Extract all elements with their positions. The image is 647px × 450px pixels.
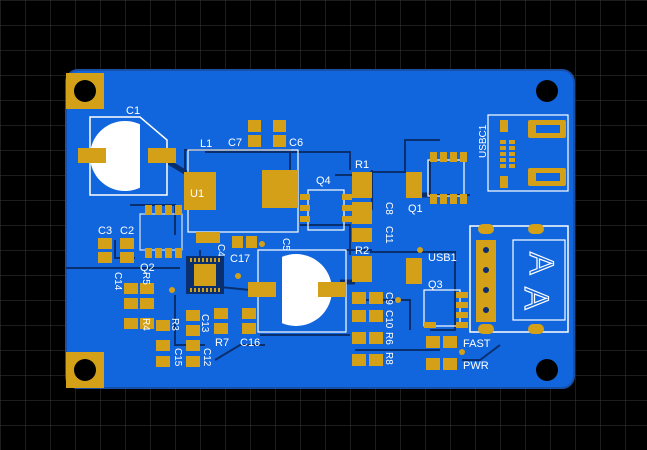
ic-qfn[interactable] xyxy=(186,256,224,294)
label-c2: C2 xyxy=(120,225,134,237)
resistor-r5[interactable]: R5 xyxy=(124,272,154,294)
capacitor-c9[interactable]: C9 xyxy=(352,292,394,305)
capacitor-c4[interactable]: C4 xyxy=(196,232,226,257)
capacitor-c16[interactable]: C16 xyxy=(240,308,260,349)
label-c7: C7 xyxy=(228,137,242,149)
capacitor-c3[interactable]: C3 xyxy=(98,225,112,263)
label-c5: C5 xyxy=(280,238,291,251)
label-r1: R1 xyxy=(355,159,369,171)
label-c15: C15 xyxy=(172,348,183,367)
resistor-r2[interactable]: R2 xyxy=(352,245,372,282)
label-q4: Q4 xyxy=(316,175,331,187)
label-r2: R2 xyxy=(355,245,369,257)
label-c17: C17 xyxy=(230,253,250,265)
label-u1: U1 xyxy=(190,188,204,200)
label-r5: R5 xyxy=(140,272,151,285)
capacitor-c14[interactable]: C14 xyxy=(112,272,154,309)
capacitor-c7[interactable]: C7 xyxy=(228,120,261,149)
label-c13: C13 xyxy=(199,314,210,333)
label-pwr: PWR xyxy=(463,360,489,372)
resistor-r4[interactable]: R4 xyxy=(124,318,154,331)
mosfet-q3[interactable]: Q3 xyxy=(406,258,468,328)
label-c14: C14 xyxy=(112,272,123,291)
capacitor-c12[interactable]: C12 xyxy=(186,340,212,367)
mounting-hole-top-right xyxy=(536,80,558,102)
label-r8: R8 xyxy=(383,352,394,365)
mounting-hole-bottom-left xyxy=(66,352,104,388)
label-q3: Q3 xyxy=(428,279,443,291)
ic-u1[interactable]: U1 xyxy=(184,172,216,210)
label-usbc1: USBC1 xyxy=(478,124,489,158)
capacitor-c8[interactable]: C8 xyxy=(383,202,394,215)
led-fast[interactable]: FAST xyxy=(426,336,491,350)
capacitor-c1[interactable]: C1 xyxy=(78,105,176,196)
label-c8: C8 xyxy=(383,202,394,215)
label-r6: R6 xyxy=(383,332,394,345)
capacitor-c5[interactable]: C5 xyxy=(248,238,347,333)
label-r3: R3 xyxy=(169,318,180,331)
capacitor-c6[interactable]: C6 xyxy=(273,120,303,149)
label-q2: Q2 xyxy=(140,262,155,274)
led-pwr[interactable]: PWR xyxy=(426,358,489,372)
label-r7: R7 xyxy=(215,337,229,349)
usb-a-glyph-top: A xyxy=(522,252,560,275)
mosfet-q2[interactable]: Q2 xyxy=(139,205,183,274)
usb-a-glyph-bottom: A xyxy=(517,287,555,310)
pcb-board[interactable]: C1 L1 U1 C7 C6 xyxy=(65,69,575,389)
resistor-r7[interactable]: R7 xyxy=(214,308,229,349)
mosfet-q1[interactable]: Q1 xyxy=(406,152,467,215)
label-c3: C3 xyxy=(98,225,112,237)
capacitor-c15[interactable]: C15 xyxy=(156,348,200,367)
mosfet-q4[interactable]: Q4 xyxy=(300,175,352,231)
usb-c-connector[interactable]: USBC1 xyxy=(478,114,569,192)
label-c10: C10 xyxy=(383,310,394,329)
label-fast: FAST xyxy=(463,338,491,350)
label-c9: C9 xyxy=(383,292,394,305)
usb-a-connector[interactable]: A A xyxy=(469,224,569,334)
capacitor-c11[interactable]: C11 xyxy=(352,226,394,244)
mounting-hole-bottom-right xyxy=(536,359,558,381)
resistor-r1[interactable]: R1 xyxy=(352,159,372,224)
vias xyxy=(169,241,465,355)
label-c6: C6 xyxy=(289,137,303,149)
capacitor-c17[interactable]: C17 xyxy=(230,236,257,265)
capacitor-c2[interactable]: C2 xyxy=(120,225,134,263)
label-l1: L1 xyxy=(200,138,212,150)
mounting-hole-top-left xyxy=(66,73,104,109)
resistor-r8[interactable]: R8 xyxy=(352,352,394,366)
label-r4: R4 xyxy=(140,318,151,331)
label-usb1: USB1 xyxy=(428,252,457,264)
capacitor-c10[interactable]: C10 xyxy=(352,310,394,329)
resistor-r6[interactable]: R6 xyxy=(352,332,394,345)
board-outline xyxy=(65,69,575,389)
resistor-r3[interactable]: R3 xyxy=(156,318,180,351)
label-q1: Q1 xyxy=(408,203,423,215)
label-c12: C12 xyxy=(201,348,212,367)
label-c1: C1 xyxy=(126,105,140,117)
capacitor-c13[interactable]: C13 xyxy=(186,310,210,336)
label-c16: C16 xyxy=(240,337,260,349)
label-c4: C4 xyxy=(215,244,226,257)
label-c11: C11 xyxy=(383,226,394,244)
